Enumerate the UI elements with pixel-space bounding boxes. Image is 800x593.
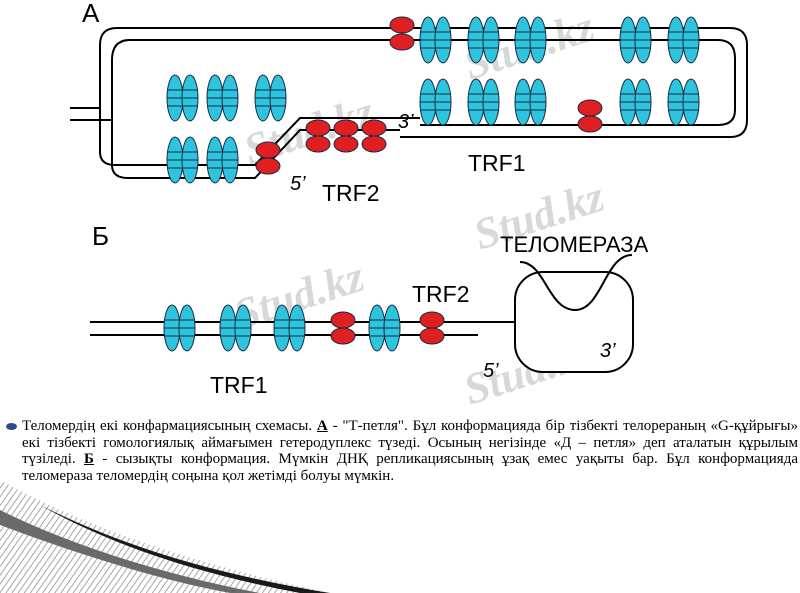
caption-letter-b: Б — [84, 451, 94, 467]
panel-b-letter: Б — [92, 221, 109, 251]
caption-letter-a: А — [316, 418, 328, 434]
panel-b-trf2-label: TRF2 — [412, 281, 470, 307]
panel-b-five-prime-label: 5’ — [483, 360, 499, 382]
panel-a-five-prime-label: 5’ — [290, 173, 306, 195]
panel-a-trf1-label: TRF1 — [468, 150, 526, 176]
telomerase-label: ТЕЛОМЕРАЗА — [500, 232, 649, 257]
panel-b-dna-strands — [90, 321, 550, 336]
caption-text-3: - сызықты конформация. Мүмкін ДНҚ реплик… — [22, 451, 798, 484]
caption-text-1: Теломердің екі конфармациясының схемасы. — [22, 418, 317, 434]
panel-b-trf1-proteins — [163, 304, 401, 352]
panel-a-three-prime-label: 3’ — [398, 111, 414, 133]
panel-b-trf1-label: TRF1 — [210, 372, 268, 398]
panel-a-trf2-label: TRF2 — [322, 180, 380, 206]
bullet-icon — [6, 423, 17, 430]
figure-caption: Теломердің екі конфармациясының схемасы.… — [6, 418, 798, 484]
telomere-conformation-diagram: Stud.kz Stud.kz Stud.kz Stud.kz Stud.kz … — [70, 0, 748, 410]
telomerase-enzyme — [514, 254, 634, 373]
decorative-corner-stripes — [0, 480, 330, 593]
panel-a-letter: А — [82, 0, 100, 28]
panel-b-three-prime-label: 3’ — [600, 340, 616, 362]
caption-text-2: - "Т-петля". Бұл конформацияда бір тізбе… — [22, 418, 798, 467]
